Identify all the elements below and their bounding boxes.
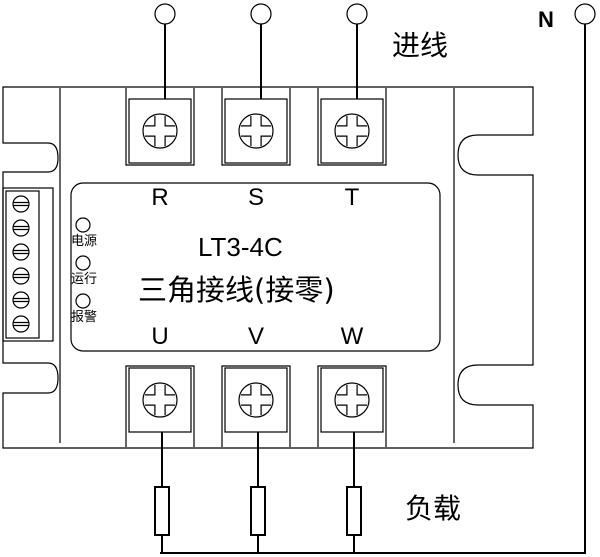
- relay-module-body: [2, 86, 534, 449]
- wiring-mode-label: 三角接线(接零): [138, 273, 335, 307]
- terminal-t[interactable]: [317, 88, 387, 166]
- indicator-label: 运行: [71, 272, 97, 287]
- side-connector: [2, 187, 54, 342]
- incoming-label: 进线: [392, 29, 448, 62]
- led-icon: [75, 293, 91, 309]
- side-screw-icon: [12, 291, 30, 309]
- side-screw-icon: [12, 267, 30, 285]
- side-screw-icon: [12, 195, 30, 213]
- input-terminal-icon: [154, 3, 176, 25]
- screw-icon: [142, 382, 178, 418]
- neutral-terminal-icon: [574, 3, 596, 25]
- load-branch-w: [346, 432, 362, 553]
- screw-icon: [334, 382, 370, 418]
- load-resistor-icon: [154, 486, 170, 536]
- terminal-v[interactable]: [221, 365, 291, 447]
- terminal-label-w: W: [341, 323, 364, 350]
- terminal-label-u: U: [151, 323, 168, 350]
- label-panel: [70, 182, 441, 352]
- neutral-label: N: [538, 7, 554, 32]
- load-branch-v: [250, 432, 266, 553]
- input-terminal-icon: [250, 3, 272, 25]
- neutral-line: [160, 3, 596, 554]
- model-label: LT3-4C: [198, 232, 283, 262]
- load-resistor-icon: [250, 486, 266, 536]
- indicator-led: 运行: [71, 255, 97, 287]
- side-screw-icon: [12, 315, 30, 333]
- indicator-led: 电源: [71, 217, 97, 249]
- input-terminal-icon: [346, 3, 368, 25]
- screw-icon: [142, 113, 178, 149]
- terminal-label-t: T: [345, 184, 360, 211]
- led-icon: [75, 217, 91, 233]
- indicator-label: 电源: [71, 234, 97, 249]
- side-screw-icon: [12, 243, 30, 261]
- side-screw-icon: [12, 219, 30, 237]
- screw-icon: [238, 382, 274, 418]
- terminal-label-s: S: [248, 184, 264, 211]
- load-resistor-icon: [346, 486, 362, 536]
- terminal-r[interactable]: [125, 88, 195, 166]
- load-label: 负载: [405, 492, 461, 525]
- indicator-label: 报警: [71, 309, 97, 325]
- load-branch-u: [154, 432, 170, 553]
- terminal-label-v: V: [248, 323, 264, 350]
- input-wire-r: [154, 3, 176, 99]
- screw-icon: [238, 113, 274, 149]
- indicator-led: 报警: [71, 293, 97, 325]
- terminal-w[interactable]: [317, 365, 387, 447]
- led-icon: [75, 255, 91, 271]
- terminal-u[interactable]: [125, 365, 195, 447]
- screw-icon: [334, 113, 370, 149]
- terminal-s[interactable]: [221, 88, 291, 166]
- input-wire-s: [250, 3, 272, 99]
- input-wire-t: [346, 3, 368, 99]
- terminal-label-r: R: [151, 184, 168, 211]
